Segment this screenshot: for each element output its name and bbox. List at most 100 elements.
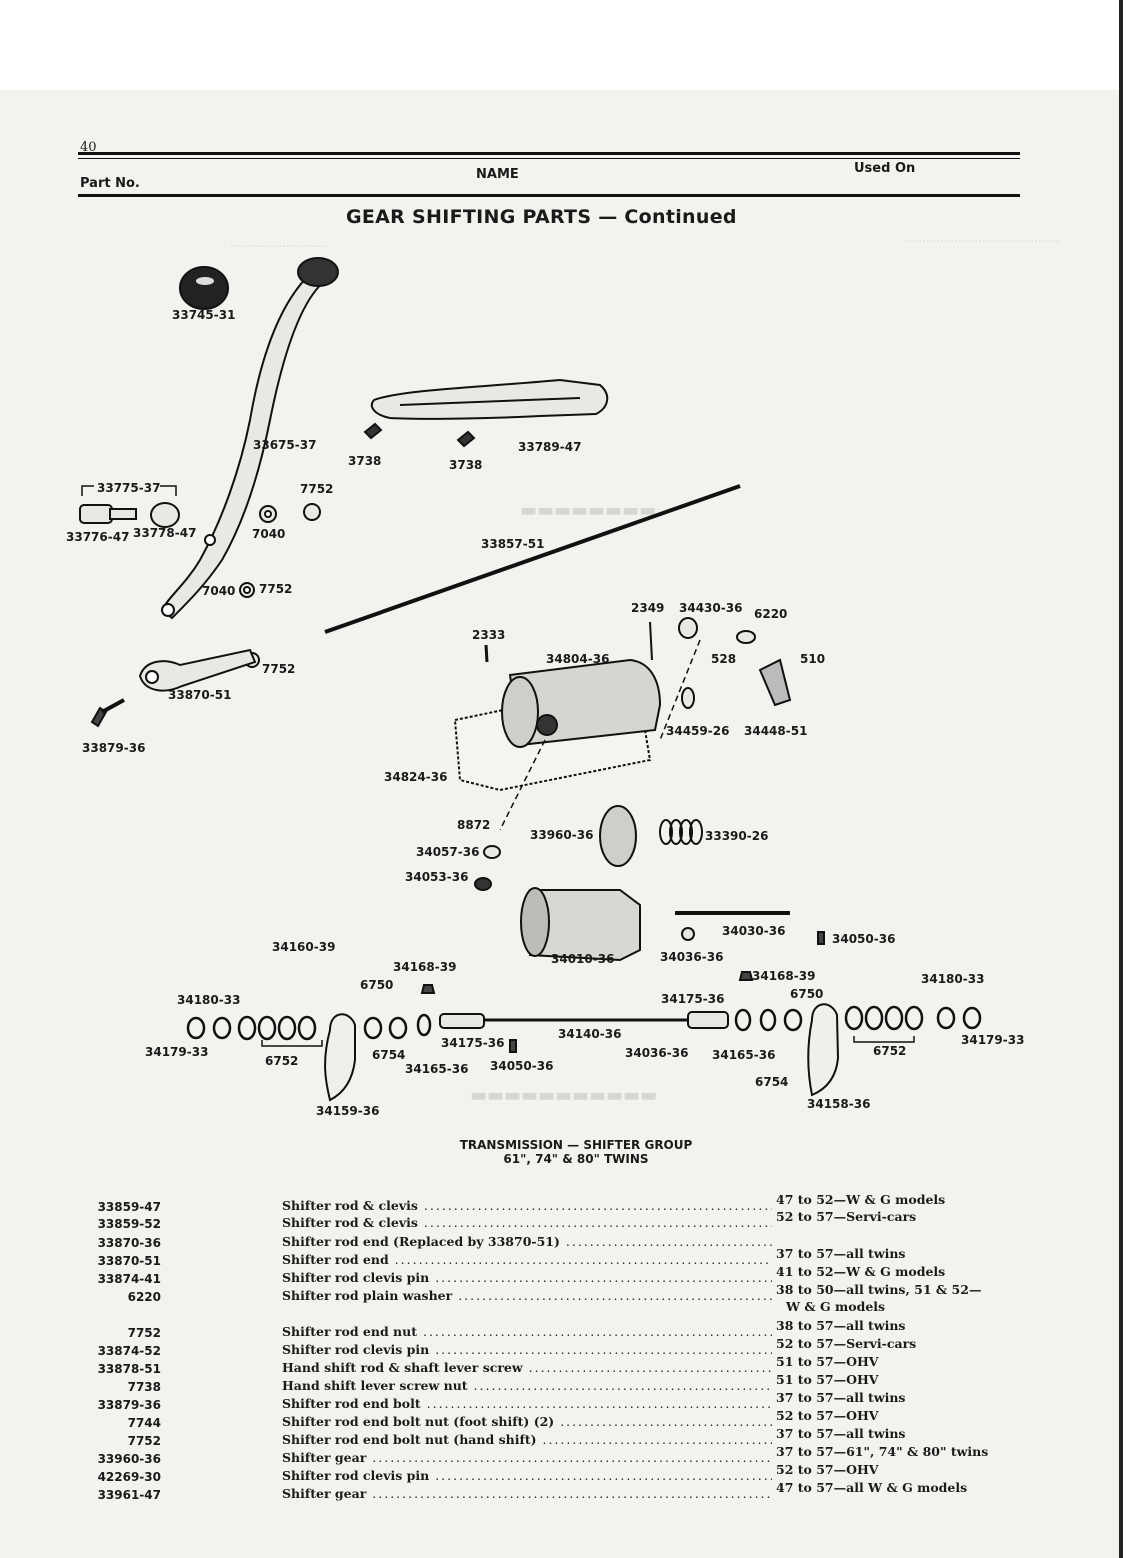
callout-label: 33960-36 <box>530 828 594 842</box>
header-rule-bottom <box>78 194 1020 197</box>
callout-label: 33789-47 <box>518 440 582 454</box>
callout-label: 7752 <box>259 582 293 596</box>
callout-label: 34050-36 <box>490 1059 554 1073</box>
part-used-on: 52 to 57—Servi-cars <box>776 1209 917 1224</box>
callout-label: 34179-33 <box>145 1045 209 1059</box>
part-name-text: Shifter rod clevis pin <box>282 1270 430 1285</box>
part-name: Shifter rod end ........................… <box>282 1252 772 1267</box>
part-name-text: Shifter rod & clevis <box>282 1215 418 1230</box>
callout-label: 2349 <box>631 601 665 615</box>
part-name-text: Shifter rod & clevis <box>282 1198 418 1213</box>
part-name-text: Shifter rod end bolt <box>282 1396 421 1411</box>
part-used-on: 37 to 57—all twins <box>776 1246 906 1261</box>
callout-label: 7752 <box>262 662 296 676</box>
part-name: Shifter rod clevis pin .................… <box>282 1468 772 1483</box>
shifter-gear-illustration <box>599 805 637 867</box>
callout-label: 6750 <box>360 978 394 992</box>
leader-dots: ........................................… <box>423 1198 772 1213</box>
callout-label: 34804-36 <box>546 652 610 666</box>
leader-dots: ........................................… <box>458 1288 772 1303</box>
part-number: 33879-36 <box>97 1398 161 1412</box>
part-name: Shifter rod end bolt ...................… <box>282 1396 772 1411</box>
leader-dots: ........................................… <box>528 1360 772 1375</box>
callout-label: 6754 <box>755 1075 789 1089</box>
callout-label: 33775-37 <box>97 481 161 495</box>
part-name-text: Shifter rod end <box>282 1252 389 1267</box>
part-name: Shifter rod end bolt nut (foot shift) (2… <box>282 1414 772 1429</box>
leader-dots: ........................................… <box>426 1396 772 1411</box>
part-number: 7744 <box>127 1416 161 1430</box>
part-name: Shifter rod clevis pin .................… <box>282 1270 772 1285</box>
callout-label: 34165-36 <box>405 1062 469 1076</box>
callout-label: 34430-36 <box>679 601 743 615</box>
callout-label: 6752 <box>873 1044 907 1058</box>
callout-label: 33857-51 <box>481 537 545 551</box>
lever-bracket-illustration <box>370 378 609 420</box>
callout-label: 34175-36 <box>441 1036 505 1050</box>
callout-label: 33745-31 <box>172 308 236 322</box>
part-name-text: Shifter rod end nut <box>282 1324 418 1339</box>
part-name: Shifter rod end (Replaced by 33870-51) .… <box>282 1234 772 1249</box>
leader-dots: ........................................… <box>372 1486 772 1501</box>
part-name-text: Shifter rod clevis pin <box>282 1468 430 1483</box>
callout-label: 33870-51 <box>168 688 232 702</box>
caption-line-1: TRANSMISSION — SHIFTER GROUP <box>459 1138 693 1152</box>
part-name-text: Shifter rod end bolt nut (foot shift) (2… <box>282 1414 555 1429</box>
part-used-on: 38 to 50—all twins, 51 & 52— <box>776 1282 982 1297</box>
callout-label: 3738 <box>348 454 382 468</box>
part-number: 33874-41 <box>97 1272 161 1286</box>
part-used-on: 47 to 52—W & G models <box>776 1192 946 1207</box>
part-number: 33859-47 <box>97 1200 161 1214</box>
leader-dots: ........................................… <box>565 1234 772 1249</box>
part-used-on: 52 to 57—Servi-cars <box>776 1336 917 1351</box>
part-used-on: 37 to 57—all twins <box>776 1426 906 1441</box>
leader-dots: ........................................… <box>423 1215 772 1230</box>
callout-label: 34160-39 <box>272 940 336 954</box>
part-used-on: 37 to 57—61", 74" & 80" twins <box>776 1444 989 1459</box>
part-used-on: 47 to 57—all W & G models <box>776 1480 968 1495</box>
header-rule-thin <box>78 158 1020 159</box>
callout-label: 34159-36 <box>316 1104 380 1118</box>
part-number: 42269-30 <box>97 1470 161 1484</box>
leader-dots: ........................................… <box>372 1450 772 1465</box>
part-number: 33960-36 <box>97 1452 161 1466</box>
part-name-text: Shifter rod end (Replaced by 33870-51) <box>282 1234 560 1249</box>
illustration-caption: TRANSMISSION — SHIFTER GROUP 61", 74" & … <box>446 1138 706 1166</box>
part-number: 33874-52 <box>97 1344 161 1358</box>
scan-edge <box>1119 0 1123 1558</box>
callout-label: 7040 <box>252 527 286 541</box>
leader-dots: ........................................… <box>435 1270 772 1285</box>
shift-lever-illustration <box>160 270 328 620</box>
callout-label: 34448-51 <box>744 724 808 738</box>
part-name: Shifter rod clevis pin .................… <box>282 1342 772 1357</box>
leader-dots: ........................................… <box>542 1432 773 1447</box>
callout-label: 34824-36 <box>384 770 448 784</box>
callout-label: 6750 <box>790 987 824 1001</box>
callout-label: 7040 <box>202 584 236 598</box>
part-used-on: W & G models <box>786 1299 886 1314</box>
header-part-no: Part No. <box>80 176 140 191</box>
callout-label: 34036-36 <box>660 950 724 964</box>
part-number: 7738 <box>127 1380 161 1394</box>
callout-label: 34158-36 <box>807 1097 871 1111</box>
leader-dots: ........................................… <box>560 1414 772 1429</box>
shift-knob-illustration <box>179 266 229 310</box>
part-name: Shifter gear ...........................… <box>282 1486 772 1501</box>
part-name-text: Hand shift rod & shaft lever screw <box>282 1360 523 1375</box>
callout-label: 33879-36 <box>82 741 146 755</box>
header-name: NAME <box>476 167 519 182</box>
part-number: 6220 <box>127 1290 161 1304</box>
part-name-text: Hand shift lever screw nut <box>282 1378 468 1393</box>
header-used-on: Used On <box>854 161 916 176</box>
callout-label: 7752 <box>300 482 334 496</box>
callout-label: 34057-36 <box>416 845 480 859</box>
header-rule-top <box>78 152 1020 155</box>
callout-label: 34180-33 <box>177 993 241 1007</box>
part-number: 33870-51 <box>97 1254 161 1268</box>
callout-label: 34030-36 <box>722 924 786 938</box>
part-name: Shifter rod & clevis ...................… <box>282 1198 772 1213</box>
part-name: Shifter rod end bolt nut (hand shift) ..… <box>282 1432 772 1447</box>
part-used-on: 52 to 57—OHV <box>776 1408 879 1423</box>
callout-label: 34168-39 <box>393 960 457 974</box>
